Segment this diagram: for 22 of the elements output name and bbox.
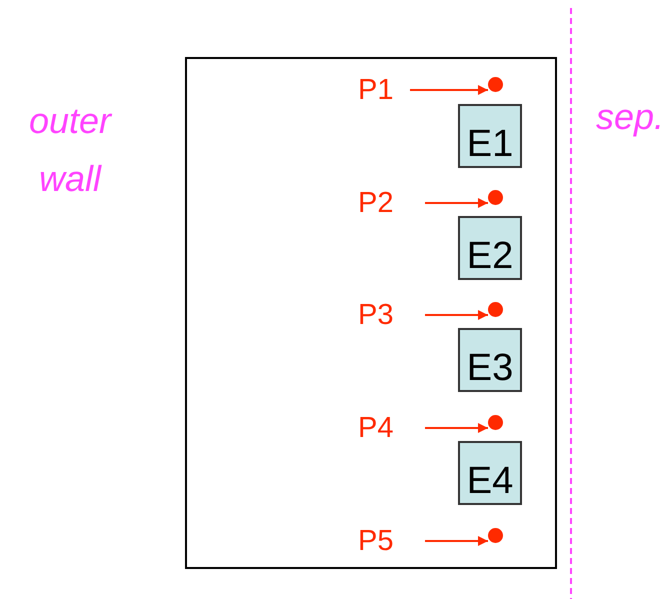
point-label: P2	[358, 186, 402, 220]
element-box: E4	[458, 441, 522, 505]
point-label: P5	[358, 524, 402, 558]
wall-label: sep.	[594, 95, 666, 139]
arrow	[425, 423, 488, 433]
element-box: E3	[458, 328, 522, 392]
point-label: P1	[358, 73, 402, 107]
frame-box	[185, 57, 557, 569]
arrow	[425, 198, 488, 208]
element-box: E2	[458, 216, 522, 280]
point-dot	[488, 415, 503, 430]
point-dot	[488, 528, 503, 543]
point-dot	[488, 190, 503, 205]
arrow	[425, 310, 488, 320]
arrow	[410, 85, 488, 95]
element-box: E1	[458, 104, 522, 168]
point-label: P4	[358, 411, 402, 445]
arrow	[425, 536, 488, 546]
point-dot	[488, 77, 503, 92]
point-label: P3	[358, 298, 402, 332]
point-dot	[488, 302, 503, 317]
wall-label: outer wall	[28, 99, 114, 201]
